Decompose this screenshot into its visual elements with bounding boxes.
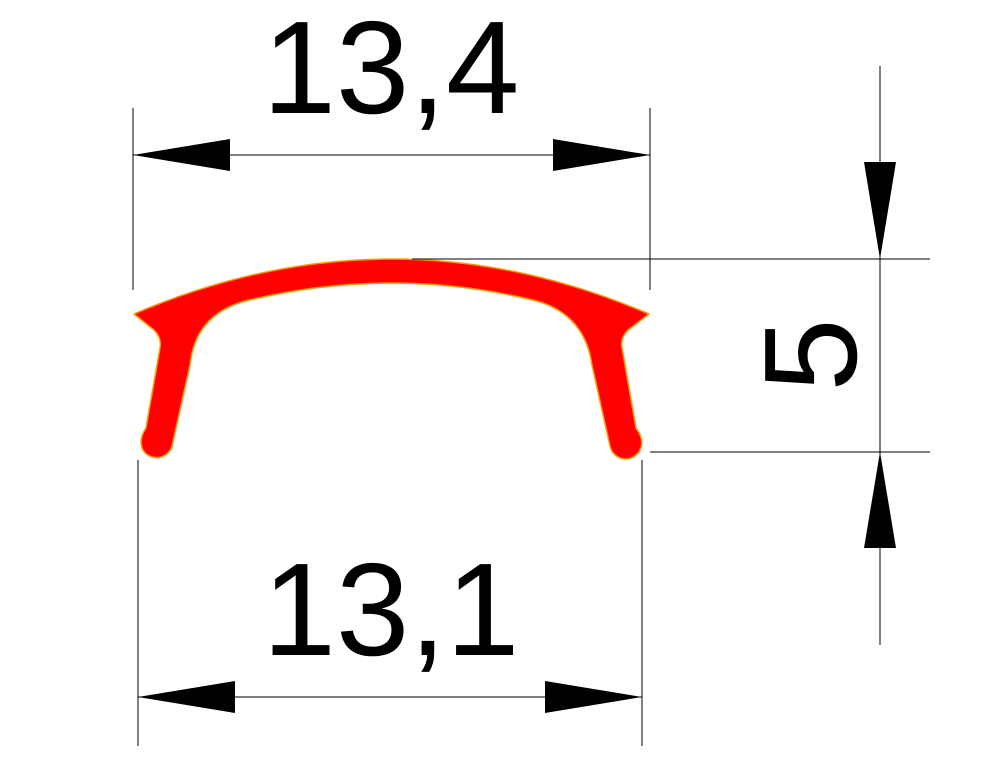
height-label: 5 <box>737 318 884 391</box>
arrow-left-icon <box>133 139 230 171</box>
bottom-width-dimension: 13,1 <box>137 460 643 746</box>
height-dimension: 5 <box>412 66 930 645</box>
arrow-left-icon <box>138 681 235 713</box>
top-width-dimension: 13,4 <box>132 0 651 290</box>
diffuser-profile <box>133 258 650 460</box>
arrow-down-icon <box>864 162 896 259</box>
bottom-width-label: 13,1 <box>263 536 520 683</box>
arrow-right-icon <box>545 681 642 713</box>
arrow-right-icon <box>553 139 650 171</box>
arrow-up-icon <box>864 452 896 548</box>
top-width-label: 13,4 <box>263 0 520 141</box>
